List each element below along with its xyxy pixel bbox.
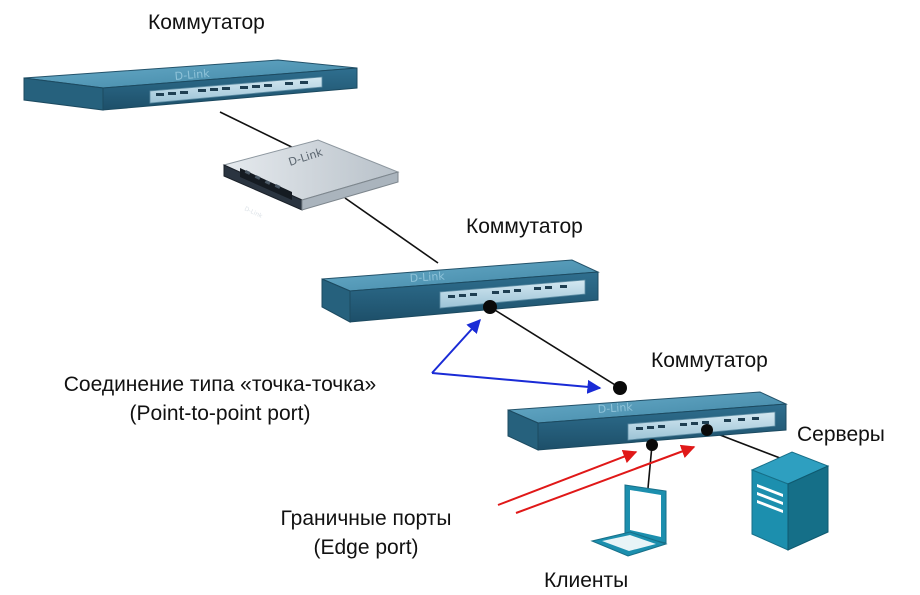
server-icon bbox=[750, 451, 830, 551]
cable-hub-to-switch-middle bbox=[344, 197, 439, 264]
switch-middle: D-Link bbox=[321, 259, 600, 323]
port-dot-bottom-uplink bbox=[613, 381, 627, 395]
hub-front-brand: D-Link bbox=[243, 205, 264, 220]
edge-label-line2: (Edge port) bbox=[313, 536, 419, 559]
switch-bottom-brand: D-Link bbox=[597, 401, 633, 416]
switch-bottom-label: Коммутатор bbox=[651, 349, 768, 372]
p2p-arrow-up bbox=[431, 318, 481, 374]
servers-label: Серверы bbox=[797, 423, 885, 446]
p2p-arrows bbox=[431, 318, 602, 394]
p2p-label-line1: Соединение типа «точка-точка» bbox=[63, 373, 377, 396]
switch-middle-label: Коммутатор bbox=[466, 215, 583, 238]
cable-switch-middle-to-switch-bottom bbox=[489, 306, 621, 389]
switch-bottom: D-Link bbox=[507, 391, 788, 451]
port-markers bbox=[483, 300, 713, 451]
edge-label-line1: Граничные порты bbox=[280, 507, 452, 530]
cable-switch-bottom-to-client bbox=[647, 444, 653, 489]
edge-arrows bbox=[497, 444, 696, 514]
switch-middle-brand: D-Link bbox=[409, 270, 445, 285]
hub-device: D-Link D-Link bbox=[222, 139, 400, 220]
switch-top-label: Коммутатор bbox=[148, 11, 265, 34]
port-dot-middle-uplink bbox=[483, 300, 497, 314]
edge-arrow-2 bbox=[515, 444, 696, 514]
p2p-label-line2: (Point-to-point port) bbox=[129, 402, 311, 425]
port-dot-bottom-edge-1 bbox=[646, 439, 658, 451]
client-laptop bbox=[590, 484, 668, 557]
edge-arrow-1 bbox=[497, 449, 638, 506]
switch-top: D-Link bbox=[23, 59, 358, 111]
clients-label: Клиенты bbox=[544, 569, 629, 592]
p2p-arrow-right bbox=[431, 372, 602, 394]
port-dot-bottom-edge-2 bbox=[701, 424, 713, 436]
switch-top-brand: D-Link bbox=[174, 67, 211, 83]
